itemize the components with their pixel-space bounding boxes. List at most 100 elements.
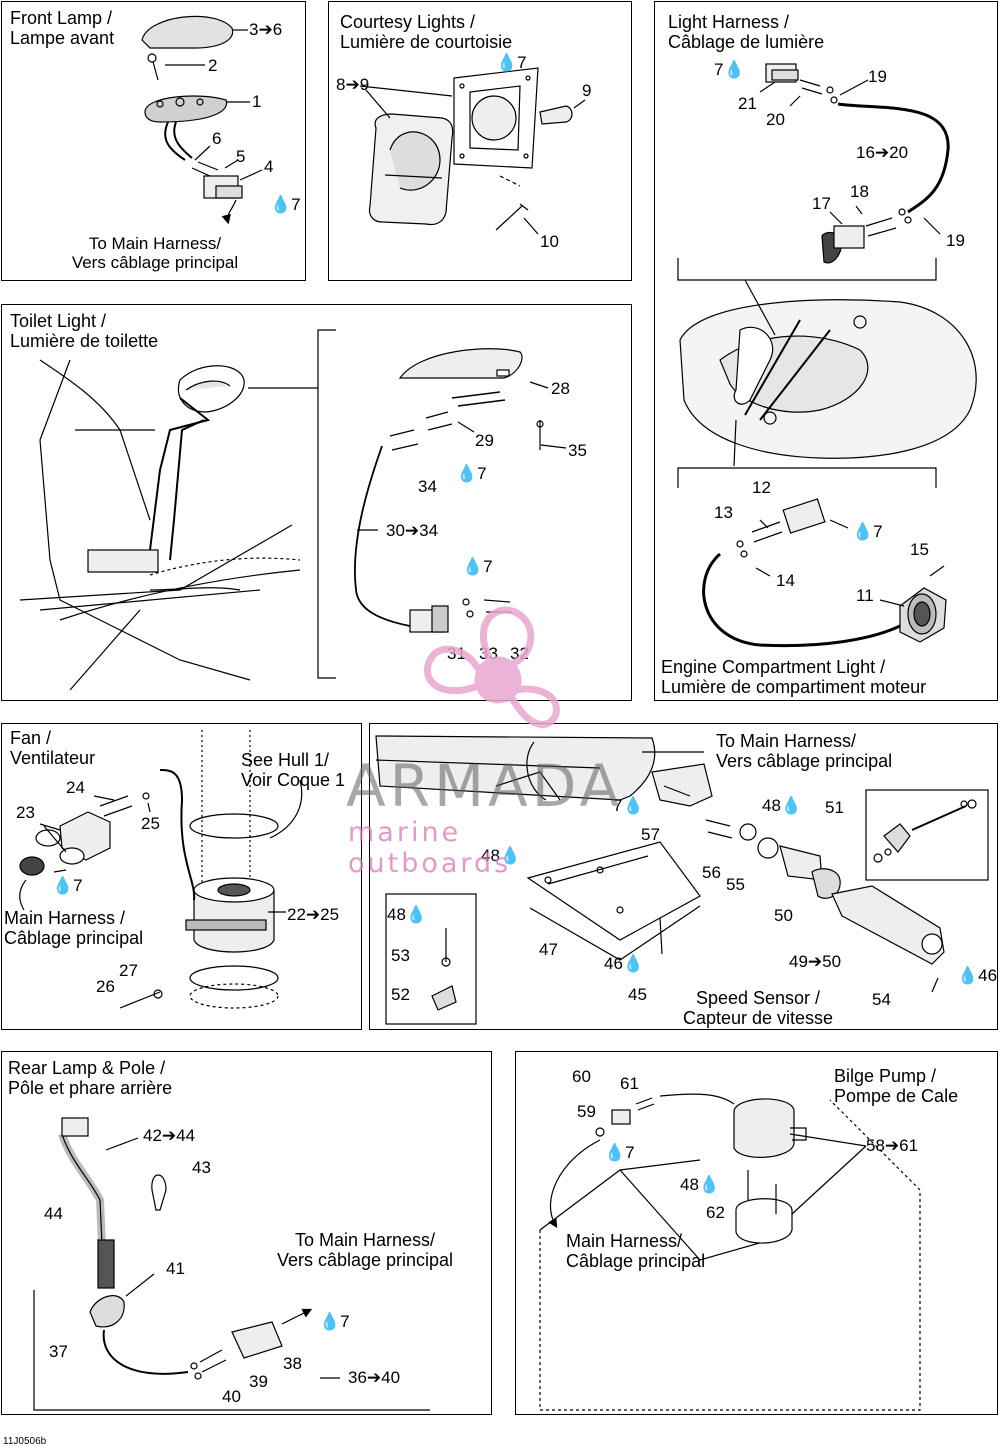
panel-fan (1, 723, 362, 1030)
callout: 16➔20 (856, 143, 909, 162)
callout: 60 (572, 1067, 591, 1086)
figure-code: 11J0506b (3, 1436, 47, 1447)
callout: 25 (141, 814, 160, 833)
callout: 1 (252, 92, 262, 111)
callout: 53 (391, 946, 410, 965)
callout-sealant-7: 💧7 (604, 1143, 635, 1162)
callout: 36➔40 (348, 1368, 401, 1387)
callout: 39 (249, 1372, 268, 1391)
callout: 23 (16, 803, 35, 822)
callout: 31 (447, 644, 466, 663)
callout: 3➔6 (249, 20, 283, 39)
rear-lamp-note: To Main Harness/Vers câblage principal (276, 1230, 454, 1270)
callout-sealant-48: 48💧 (481, 846, 522, 865)
callout: 51 (825, 798, 844, 817)
front-lamp-title: Front Lamp /Lampe avant (10, 8, 115, 48)
callout: 17 (812, 194, 831, 213)
bilge-main-harness-label: Main Harness/Câblage principal (566, 1231, 706, 1271)
courtesy-title: Courtesy Lights /Lumière de courtoisie (340, 12, 513, 52)
callout: 12 (752, 478, 771, 497)
callout: 40 (222, 1387, 241, 1406)
callout: 57 (641, 825, 660, 844)
callout: 35 (568, 441, 587, 460)
callout: 22➔25 (287, 905, 340, 924)
callout: 55 (726, 875, 745, 894)
callout-sealant-48: 48💧 (680, 1175, 721, 1194)
callout: 47 (539, 940, 558, 959)
callout-sealant-7: 💧7 (319, 1312, 350, 1331)
callout-sealant-46: 💧46 (957, 966, 998, 985)
bilge-title: Bilge Pump /Pompe de Cale (834, 1066, 959, 1106)
callout: 43 (192, 1158, 211, 1177)
front-lamp-cover (141, 15, 234, 49)
callout-sealant-7: 💧7 (462, 557, 493, 576)
callout: 13 (714, 503, 733, 522)
callout: 19 (868, 67, 887, 86)
speed-bracket (526, 841, 701, 941)
callout-sealant-7: 💧7 (852, 522, 883, 541)
callout: 30➔34 (386, 521, 439, 540)
speed-to-main-label: To Main Harness/Vers câblage principal (716, 731, 893, 771)
callout: 44 (44, 1204, 63, 1223)
callout-sealant-7: 7💧 (714, 60, 745, 79)
fan-title: Fan /Ventilateur (10, 728, 96, 768)
callout-sealant-48: 48💧 (387, 905, 428, 924)
light-harness-title: Light Harness /Câblage de lumière (668, 12, 825, 52)
callout: 21 (738, 94, 757, 113)
callout: 34 (418, 477, 437, 496)
callout-sealant-46: 46💧 (604, 954, 645, 973)
callout: 52 (391, 985, 410, 1004)
fan-main-harness-label: Main Harness /Câblage principal (4, 908, 144, 948)
callout: 11 (856, 586, 874, 605)
callout: 59 (577, 1102, 596, 1121)
callout-sealant-7: 💧7 (270, 195, 301, 214)
callout: 54 (872, 990, 891, 1009)
callout: 56 (702, 863, 721, 882)
callout: 37 (49, 1342, 68, 1361)
callout: 14 (776, 571, 795, 590)
callout: 19 (946, 231, 965, 250)
callout: 6 (212, 129, 222, 148)
callout: 27 (119, 961, 138, 980)
see-hull-label: See Hull 1/Voir Coque 1 (241, 750, 346, 790)
callout: 2 (208, 56, 218, 75)
engine-compartment-label: Engine Compartment Light /Lumière de com… (661, 657, 927, 697)
callout: 4 (264, 157, 274, 176)
toilet-title: Toilet Light /Lumière de toilette (10, 311, 159, 351)
callout: 45 (628, 985, 647, 1004)
callout: 24 (66, 778, 85, 797)
callout: 20 (766, 110, 785, 129)
callout: 29 (475, 431, 494, 450)
callout: 8➔9 (336, 75, 370, 94)
callout-sealant-7: 💧7 (52, 876, 83, 895)
speed-sensor-label: Speed Sensor /Capteur de vitesse (682, 988, 834, 1028)
callout: 49➔50 (789, 952, 842, 971)
callout: 26 (96, 977, 115, 996)
front-lamp-note: To Main Harness/Vers câblage principal (71, 234, 239, 272)
callout: 10 (540, 232, 559, 251)
callout-sealant-7: 💧7 (456, 464, 487, 483)
callout: 50 (774, 906, 793, 925)
callout: 41 (166, 1259, 185, 1278)
rear-lamp-title: Rear Lamp & Pole /Pôle et phare arrière (8, 1058, 173, 1098)
callout-sealant-7: 💧7 (496, 53, 527, 72)
callout: 61 (620, 1074, 639, 1093)
callout: 5 (236, 147, 246, 166)
callout: 15 (910, 540, 929, 559)
callout: 28 (551, 379, 570, 398)
callout: 58➔61 (866, 1136, 919, 1155)
dashboard (375, 735, 656, 801)
callout: 18 (850, 182, 869, 201)
toilet-lamp (398, 348, 523, 379)
callout: 62 (706, 1203, 725, 1222)
callout: 33 (479, 644, 498, 663)
callout: 32 (510, 644, 529, 663)
callout-sealant-48: 48💧 (762, 796, 803, 815)
callout: 9 (582, 81, 592, 100)
callout: 38 (283, 1354, 302, 1373)
callout: 42➔44 (143, 1126, 196, 1145)
front-lamp-base (144, 95, 228, 123)
bilge-pump-body (733, 1098, 795, 1158)
callout-sealant-7: 7💧 (613, 796, 644, 815)
